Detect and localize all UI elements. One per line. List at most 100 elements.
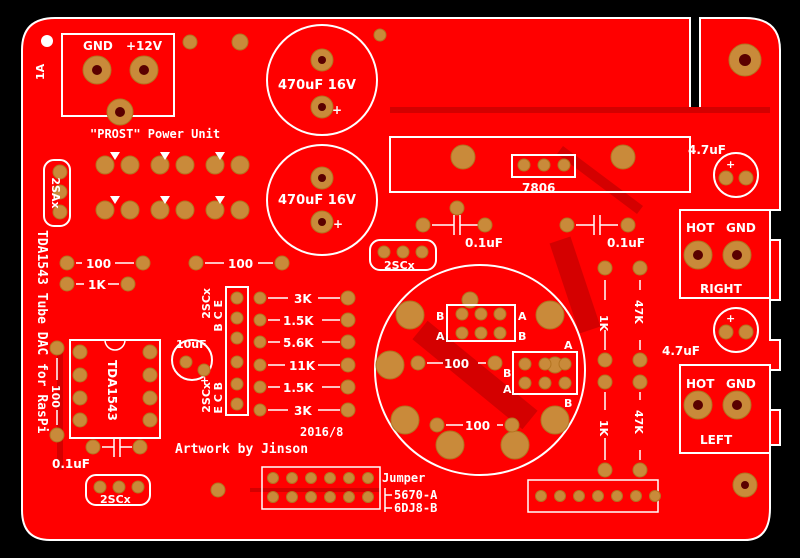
right-label: RIGHT	[700, 282, 743, 296]
svg-text:11K: 11K	[289, 359, 316, 373]
header-pin	[305, 491, 317, 503]
svg-text:6DJ8-B: 6DJ8-B	[394, 501, 437, 515]
capacitor-01uf-1: 0.1uF	[415, 215, 503, 250]
header-pin	[554, 490, 566, 502]
resistor-column: 3K 1.5K 5.6K 11K 1.5K 3K	[253, 290, 356, 418]
svg-text:1.5K: 1.5K	[283, 381, 314, 395]
svg-text:2SCx: 2SCx	[384, 259, 415, 272]
header-pin	[286, 472, 298, 484]
header-pin	[573, 490, 585, 502]
capacitor-47uf-top: 4.7uF +	[688, 143, 759, 198]
svg-text:4.7uF: 4.7uF	[662, 344, 700, 358]
header-pin	[535, 490, 547, 502]
capacitor-10uf: 10uF +	[171, 338, 213, 387]
svg-text:1K: 1K	[597, 420, 610, 437]
header-pin	[267, 472, 279, 484]
svg-text:TDA1543: TDA1543	[105, 360, 119, 421]
svg-text:0.1uF: 0.1uF	[52, 457, 90, 471]
jumper-block: Jumper 5670-A 6DJ8-B	[382, 471, 438, 515]
svg-text:2SCx: 2SCx	[200, 288, 213, 319]
header-pin	[343, 491, 355, 503]
header-pin	[305, 472, 317, 484]
left-label: LEFT	[700, 433, 733, 447]
svg-text:1K: 1K	[597, 315, 610, 332]
gnd-label: GND	[83, 39, 113, 53]
output-left: HOT GND LEFT	[679, 364, 771, 454]
date-label: 2016/8	[300, 425, 343, 439]
v12-label: +12V	[126, 39, 163, 53]
svg-text:A: A	[436, 330, 445, 343]
svg-text:100: 100	[49, 385, 62, 408]
resistor-100-side: 100	[49, 340, 65, 443]
svg-text:0.1uF: 0.1uF	[607, 236, 645, 250]
board-title: TDA1543 Tube DAC for RasPi	[34, 230, 49, 434]
capacitor-47uf-bottom: + 4.7uF	[662, 307, 759, 358]
header-pin	[592, 490, 604, 502]
svg-text:5.6K: 5.6K	[283, 336, 314, 350]
artwork-label: Artwork by Jinson	[175, 442, 308, 457]
svg-text:E C B: E C B	[212, 382, 225, 414]
svg-text:+: +	[332, 103, 342, 117]
power-unit-label: "PROST" Power Unit	[90, 127, 220, 141]
output-right: HOT GND RIGHT	[679, 209, 771, 299]
svg-text:A: A	[564, 339, 573, 352]
header-pin	[611, 490, 623, 502]
svg-text:1.5K: 1.5K	[283, 314, 314, 328]
svg-text:A: A	[518, 310, 527, 323]
svg-text:+: +	[726, 312, 735, 325]
svg-text:100: 100	[86, 257, 111, 271]
svg-text:B C E: B C E	[212, 300, 225, 332]
header-pin	[362, 472, 374, 484]
header-pin	[267, 491, 279, 503]
transistor-2sax: 2SAx	[43, 159, 71, 227]
svg-text:47K: 47K	[632, 300, 645, 324]
fuse-label: 1A	[34, 63, 47, 80]
regulator-label: 7806	[522, 181, 555, 195]
capacitor-470uf-2: 470uF 16V +	[266, 144, 378, 256]
svg-text:1K: 1K	[88, 278, 106, 292]
header-bottom-right	[527, 479, 661, 513]
gpio-header	[261, 466, 381, 510]
svg-text:+: +	[726, 158, 735, 171]
copper-traces	[57, 107, 770, 492]
svg-text:B: B	[564, 397, 572, 410]
header-pin	[324, 491, 336, 503]
svg-text:B: B	[503, 367, 511, 380]
svg-text:GND: GND	[726, 221, 756, 235]
header-pin	[324, 472, 336, 484]
diode-grid	[95, 152, 250, 220]
svg-text:4.7uF: 4.7uF	[688, 143, 726, 157]
power-connector: GND +12V 1A	[34, 33, 175, 126]
tube-socket: B A A B A B A B 100 100	[374, 264, 586, 476]
svg-text:+: +	[333, 217, 343, 231]
regulator-7806: 7806	[389, 136, 691, 195]
svg-text:3K: 3K	[294, 292, 312, 306]
resistors-right: 1K 1K 47K 47K	[597, 260, 648, 478]
chip-tda1543: TDA1543	[69, 339, 161, 439]
board-outline	[21, 17, 781, 541]
svg-text:5670-A: 5670-A	[394, 488, 438, 502]
svg-text:B: B	[518, 330, 526, 343]
capacitor-01uf-2: 0.1uF	[559, 215, 645, 250]
transistor-2scx-middle: 2SCx	[369, 239, 437, 272]
header-pin	[343, 472, 355, 484]
svg-text:B: B	[436, 310, 444, 323]
header-pin	[630, 490, 642, 502]
svg-text:47K: 47K	[632, 410, 645, 434]
svg-text:HOT: HOT	[686, 221, 715, 235]
t1-label: 2SAx	[49, 177, 62, 208]
transistor-2scx-bottom: 2SCx	[85, 474, 151, 506]
svg-text:0.1uF: 0.1uF	[465, 236, 503, 250]
svg-text:HOT: HOT	[686, 377, 715, 391]
svg-text:100: 100	[228, 257, 253, 271]
c2-label: 470uF 16V	[278, 193, 356, 208]
svg-text:100: 100	[444, 357, 469, 371]
header-pin	[286, 491, 298, 503]
svg-text:100: 100	[465, 419, 490, 433]
svg-text:A: A	[503, 383, 512, 396]
svg-text:2SCx: 2SCx	[100, 493, 131, 506]
capacitor-01uf-3: 0.1uF	[52, 437, 148, 471]
header-pin	[649, 490, 661, 502]
svg-text:Jumper: Jumper	[382, 471, 425, 485]
